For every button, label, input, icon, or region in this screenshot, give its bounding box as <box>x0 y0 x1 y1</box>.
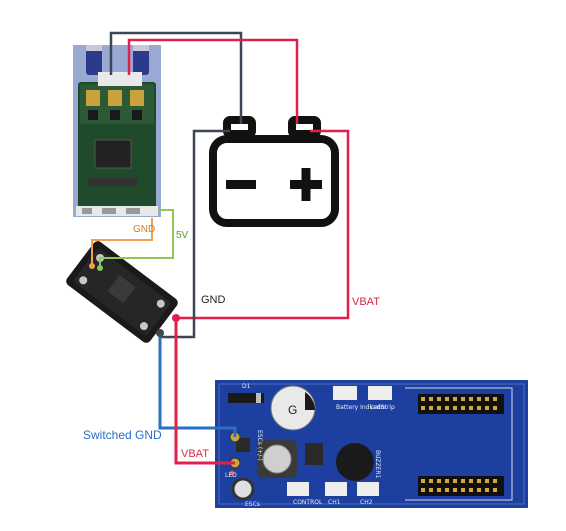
escs-label: ESCs <box>245 501 260 508</box>
battery-indicator-label: Battery Indicator <box>336 404 387 411</box>
vbat-label-mid: VBAT <box>352 296 380 308</box>
vbat-label-bottom: VBAT <box>181 448 209 460</box>
buzzer-label: BUZZER1 <box>374 450 381 479</box>
gnd-signal-wire <box>91 218 153 266</box>
vbat-wire-esc-battery <box>127 38 299 124</box>
power-switch-module <box>66 241 178 343</box>
main-pcb: G D1 Battery Indicator LedStrip BUZZER1 … <box>215 380 528 508</box>
vbat-wire-switch-pcb <box>174 318 235 465</box>
five-v-label: 5V <box>176 230 189 241</box>
esc-power-label: ESCs (+/-) <box>256 430 263 461</box>
switched-gnd-label: Switched GND <box>83 428 162 442</box>
ledstrip-label: LedStrip <box>370 404 395 411</box>
ch2-label: CH2 <box>360 499 373 506</box>
led-label: LED <box>225 472 237 479</box>
battery-minus-icon <box>226 180 256 189</box>
vbat-wire-battery-switch <box>176 129 350 320</box>
esc-board <box>73 45 161 217</box>
gnd-signal-label: GND <box>133 224 155 235</box>
diode-label: D1 <box>242 383 251 390</box>
battery-icon <box>209 116 339 227</box>
five-v-signal-wire <box>99 209 174 268</box>
switched-gnd-wire <box>158 330 237 437</box>
gnd-label: GND <box>201 294 226 306</box>
control-label: CONTROL <box>293 499 323 506</box>
capacitor-label: G <box>288 403 297 417</box>
gnd-wire-esc-battery <box>109 31 243 124</box>
ch1-label: CH1 <box>328 499 341 506</box>
